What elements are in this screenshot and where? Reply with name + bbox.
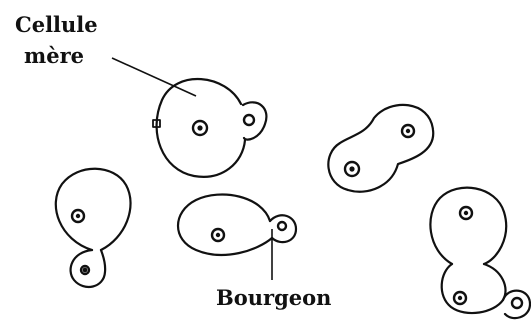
cell-e-middle — [440, 262, 507, 315]
nucleus-b-2-core — [349, 166, 355, 172]
nucleus-e-middle — [452, 290, 468, 306]
mother-cell-d — [177, 193, 274, 257]
nucleus-a-bud — [242, 113, 256, 127]
nucleus-d-bud — [276, 220, 288, 232]
cell-group-a — [152, 77, 268, 178]
pointer-mother-cell — [111, 57, 197, 97]
bud-c — [69, 248, 107, 289]
cell-b — [327, 103, 435, 193]
nucleus-a-core — [197, 125, 203, 131]
nucleus-c-bud-core — [82, 267, 88, 273]
nucleus-c-core — [75, 213, 81, 219]
bud-a — [241, 101, 268, 141]
nucleus-e-top — [458, 205, 474, 221]
nucleus-a — [191, 119, 209, 137]
mother-cell-a — [155, 77, 247, 178]
nucleus-b-1 — [400, 123, 416, 139]
bud-d — [268, 214, 298, 244]
nucleus-e-top-core — [463, 210, 469, 216]
nucleus-e-small — [510, 296, 524, 310]
cell-group-d — [177, 193, 298, 257]
cell-e-small — [501, 289, 531, 320]
cell-group-c — [54, 167, 132, 289]
cell-e-top — [429, 186, 508, 266]
nucleus-c — [70, 208, 86, 224]
scar-a — [152, 119, 161, 128]
label-mother-cell-line2: mère — [24, 43, 84, 68]
nucleus-e-middle-core — [457, 295, 463, 301]
nucleus-d — [210, 227, 226, 243]
nucleus-b-2 — [343, 160, 361, 178]
mother-cell-c — [54, 167, 132, 252]
label-mother-cell-line1: Cellule — [15, 12, 98, 37]
cell-group-e — [429, 186, 531, 320]
nucleus-b-1-core — [405, 128, 411, 134]
nucleus-d-core — [215, 232, 221, 238]
cell-group-b — [327, 103, 435, 193]
label-bud: Bourgeon — [216, 285, 331, 310]
nucleus-c-bud — [79, 264, 91, 276]
